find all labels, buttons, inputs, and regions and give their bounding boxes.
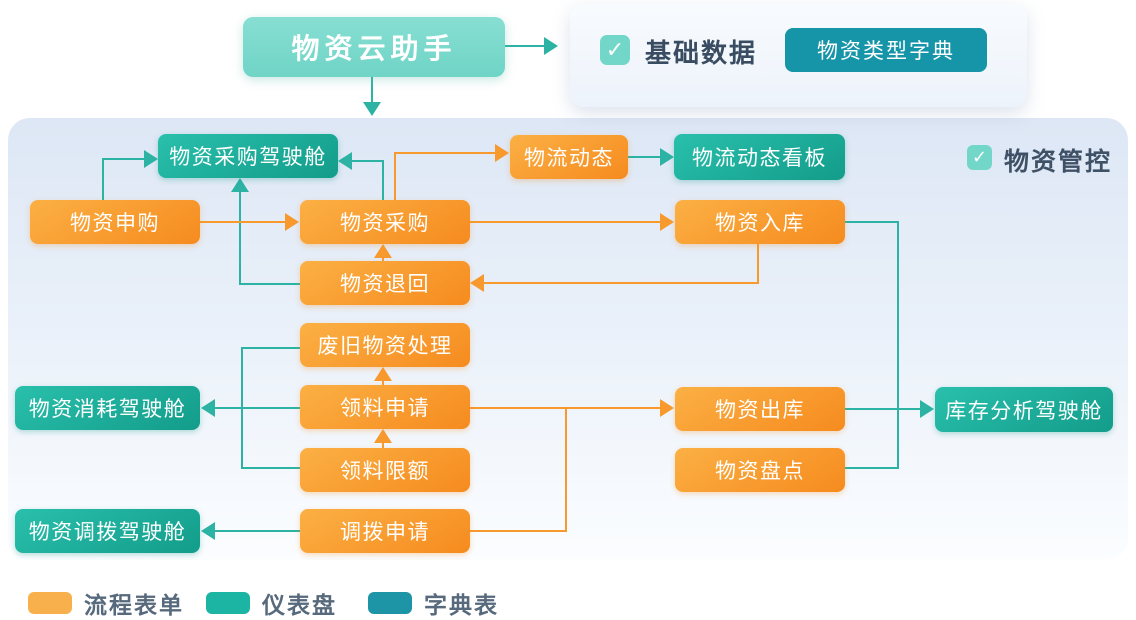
connector-segment bbox=[238, 190, 242, 286]
node-purchase-return[interactable]: 物资退回 bbox=[300, 261, 470, 305]
node-logistics-status[interactable]: 物流动态 bbox=[510, 135, 628, 179]
connector-segment bbox=[101, 157, 146, 161]
node-inbound[interactable]: 物资入库 bbox=[675, 200, 845, 244]
connector-segment bbox=[240, 346, 302, 350]
node-purchase-request[interactable]: 物资申购 bbox=[30, 200, 200, 244]
legend-label: 仪表盘 bbox=[262, 592, 337, 618]
connector-segment bbox=[198, 220, 287, 224]
material-control-checkbox[interactable]: ✓ bbox=[967, 145, 992, 170]
connector-segment bbox=[238, 282, 302, 286]
arrowhead-icon bbox=[144, 150, 158, 168]
node-purchase-dashboard[interactable]: 物资采购驾驶舱 bbox=[158, 134, 338, 178]
node-scrap-disposal[interactable]: 废旧物资处理 bbox=[300, 323, 470, 367]
check-icon: ✓ bbox=[971, 147, 988, 167]
legend-item-form: 流程表单 bbox=[28, 586, 184, 620]
connector-segment bbox=[381, 256, 385, 263]
arrowhead-icon bbox=[374, 367, 392, 381]
dashboard-swatch-icon bbox=[206, 592, 250, 614]
material-type-dictionary-button[interactable]: 物资类型字典 bbox=[785, 28, 987, 72]
form-swatch-icon bbox=[28, 592, 72, 614]
connector-segment bbox=[370, 75, 374, 104]
connector-segment bbox=[381, 159, 385, 202]
node-transfer-request[interactable]: 调拨申请 bbox=[300, 509, 470, 553]
root-node-title[interactable]: 物资云助手 bbox=[243, 17, 505, 77]
connector-segment bbox=[843, 220, 900, 224]
connector-segment bbox=[756, 242, 760, 285]
node-logistics-board[interactable]: 物流动态看板 bbox=[674, 134, 845, 180]
connector-segment bbox=[393, 151, 497, 155]
connector-segment bbox=[213, 529, 302, 533]
connector-segment bbox=[564, 406, 568, 533]
legend-item-dashboard: 仪表盘 bbox=[206, 586, 337, 620]
arrowhead-icon bbox=[285, 213, 299, 231]
basic-data-label: 基础数据 bbox=[645, 38, 758, 68]
connector-segment bbox=[240, 466, 302, 470]
arrowhead-icon bbox=[660, 399, 674, 417]
dictionary-swatch-icon bbox=[368, 592, 412, 614]
legend-label: 字典表 bbox=[424, 592, 499, 618]
legend-label: 流程表单 bbox=[84, 592, 184, 618]
arrowhead-icon bbox=[338, 152, 352, 170]
node-transfer-dashboard[interactable]: 物资调拨驾驶舱 bbox=[15, 509, 200, 553]
connector-segment bbox=[213, 406, 302, 410]
arrowhead-icon bbox=[544, 37, 558, 55]
arrowhead-icon bbox=[231, 178, 249, 192]
arrowhead-icon bbox=[660, 213, 674, 231]
connector-segment bbox=[468, 529, 568, 533]
connector-segment bbox=[381, 441, 385, 450]
connector-segment bbox=[626, 155, 662, 159]
connector-segment bbox=[381, 379, 385, 387]
arrowhead-icon bbox=[495, 144, 509, 162]
node-material-request[interactable]: 领料申请 bbox=[300, 385, 470, 429]
connector-segment bbox=[240, 346, 244, 470]
node-outbound[interactable]: 物资出库 bbox=[675, 387, 845, 431]
node-stocktaking[interactable]: 物资盘点 bbox=[675, 448, 845, 492]
arrowhead-icon bbox=[201, 399, 215, 417]
connector-segment bbox=[468, 220, 662, 224]
connector-segment bbox=[350, 159, 385, 163]
arrowhead-icon bbox=[660, 148, 674, 166]
arrowhead-icon bbox=[920, 400, 934, 418]
connector-segment bbox=[101, 157, 105, 202]
arrowhead-icon bbox=[374, 244, 392, 258]
connector-segment bbox=[843, 466, 900, 470]
connector-segment bbox=[843, 407, 922, 411]
connector-segment bbox=[393, 151, 397, 202]
connector-segment bbox=[896, 220, 900, 470]
arrowhead-icon bbox=[470, 274, 484, 292]
basic-data-card: ✓ 基础数据 物资类型字典 bbox=[570, 4, 1027, 107]
basic-data-checkbox[interactable]: ✓ bbox=[600, 35, 630, 65]
connector-segment bbox=[503, 44, 546, 48]
node-inventory-dashboard[interactable]: 库存分析驾驶舱 bbox=[935, 387, 1113, 432]
check-icon: ✓ bbox=[605, 37, 625, 62]
arrowhead-icon bbox=[374, 429, 392, 443]
arrowhead-icon bbox=[201, 522, 215, 540]
node-purchase[interactable]: 物资采购 bbox=[300, 200, 470, 244]
node-consumption-dashboard[interactable]: 物资消耗驾驶舱 bbox=[15, 386, 200, 430]
legend-item-dictionary: 字典表 bbox=[368, 586, 499, 620]
connector-segment bbox=[482, 281, 760, 285]
material-control-label: 物资管控 bbox=[1004, 148, 1113, 176]
arrowhead-icon bbox=[363, 102, 381, 116]
node-material-quota[interactable]: 领料限额 bbox=[300, 448, 470, 492]
material-control-panel: ✓ 物资管控 bbox=[8, 118, 1128, 560]
